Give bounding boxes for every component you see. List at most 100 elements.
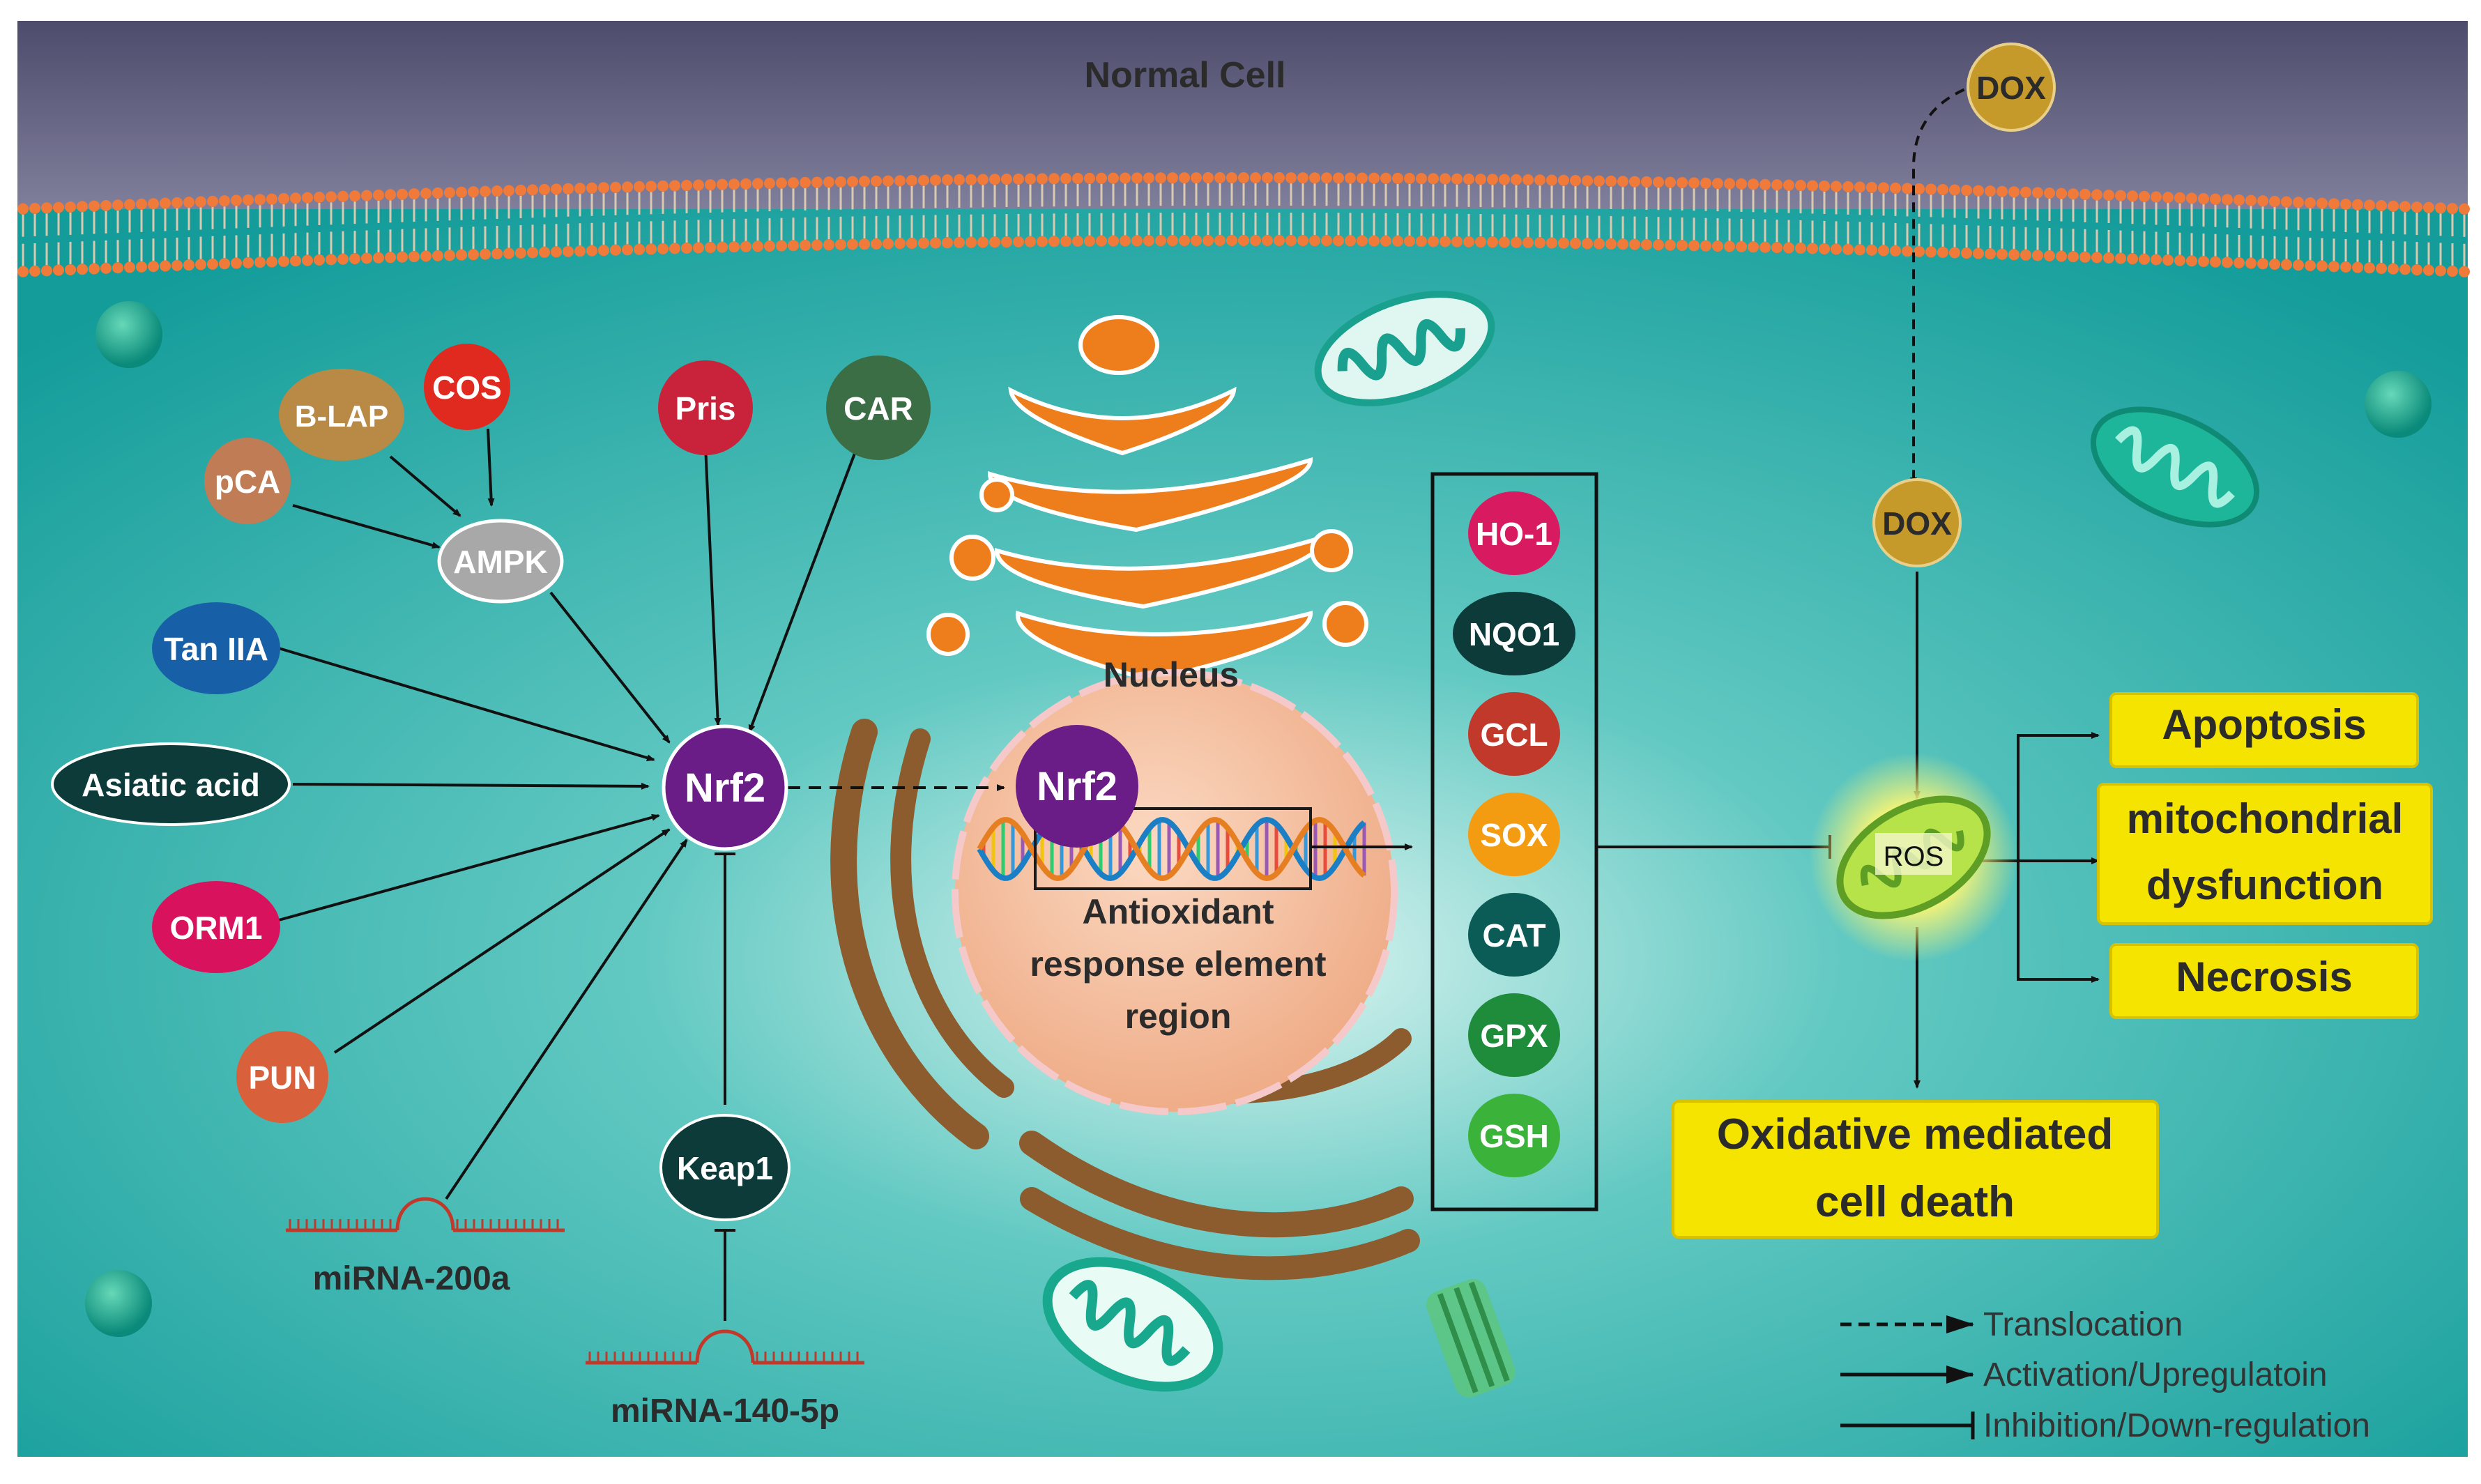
asiatic-acid-label: Asiatic acid [82, 767, 260, 803]
oxidative-cell-death-box[interactable]: Oxidative mediated cell death [1672, 1100, 2159, 1239]
legend-inhibition-label: Inhibition/Down-regulation [1983, 1407, 2370, 1444]
dox-inside-label: DOX [1882, 505, 1952, 542]
mirna-140-icon [586, 1329, 864, 1365]
blap-label: B-LAP [295, 399, 388, 434]
tan-iia-label: Tan IIA [164, 631, 268, 667]
enzyme-gsh[interactable]: GSH [1468, 1094, 1560, 1177]
mitochondrial-dysfunction-line-1: mitochondrial [2127, 795, 2404, 842]
arrow-mir200a-nrf2 [445, 839, 688, 1200]
arrow-orm1-nrf2 [278, 813, 660, 921]
necrosis-box[interactable]: Necrosis [2109, 943, 2419, 1019]
are-label-line-1: Antioxidant [1083, 892, 1274, 931]
enzyme-label: HO-1 [1476, 516, 1552, 552]
mitochondrion-top [1314, 291, 1495, 406]
car-node[interactable]: CAR [826, 355, 931, 460]
nucleus-label: Nucleus [1104, 655, 1239, 694]
dox-outside-label: DOX [1976, 70, 2046, 106]
arrow-pris-nrf2 [704, 445, 722, 726]
nrf2-nuclear-node[interactable]: Nrf2 [1016, 725, 1138, 848]
pca-node[interactable]: pCA [204, 438, 291, 524]
cell-title: Normal Cell [1085, 55, 1286, 95]
nrf2-node[interactable]: Nrf2 [662, 724, 788, 851]
cell-membrane [17, 172, 2470, 277]
enzyme-label: GCL [1480, 717, 1548, 753]
enzyme-label: GPX [1480, 1018, 1548, 1054]
endoplasmic-reticulum [830, 719, 1420, 1280]
arrow-pca-ampk [292, 504, 441, 549]
enzyme-ho-1[interactable]: HO-1 [1468, 491, 1560, 575]
pris-label: Pris [675, 390, 736, 427]
golgi-apparatus [926, 315, 1368, 682]
microtubule-icon [1426, 1279, 1516, 1398]
ros-label: ROS [1884, 841, 1944, 872]
arrow-tan-nrf2 [278, 647, 655, 761]
translocation-dox [1910, 82, 1980, 486]
car-label: CAR [843, 390, 913, 427]
legend: Translocation Activation/Upregulatoin In… [1840, 1306, 2370, 1444]
enzyme-label: NQO1 [1469, 616, 1559, 652]
vesicle [96, 301, 162, 368]
enzyme-cat[interactable]: CAT [1468, 893, 1560, 977]
arrow-asiatic-nrf2 [292, 782, 650, 790]
enzyme-label: SOX [1480, 817, 1548, 853]
are-box [1034, 807, 1312, 890]
mitochondrion-bottom [1042, 1257, 1223, 1392]
enzyme-label: GSH [1479, 1118, 1549, 1154]
apoptosis-box[interactable]: Apoptosis [2109, 692, 2419, 768]
arrow-cos-ampk [487, 428, 495, 507]
arrow-blap-ampk [389, 455, 461, 517]
apoptosis-label: Apoptosis [2162, 701, 2366, 748]
cos-label: COS [432, 369, 502, 406]
mirna-140-label: miRNA-140-5p [611, 1393, 839, 1430]
keap1-node[interactable]: Keap1 [659, 1114, 791, 1221]
nrf2-label: Nrf2 [685, 765, 765, 811]
dox-outside-node[interactable]: DOX [1967, 43, 2056, 132]
nrf2-nuclear-label: Nrf2 [1037, 764, 1117, 809]
enzyme-gcl[interactable]: GCL [1468, 692, 1560, 776]
pun-label: PUN [248, 1060, 316, 1096]
vesicle [85, 1270, 152, 1337]
connectors [278, 82, 2100, 1321]
pca-label: pCA [215, 464, 281, 500]
oxidative-cell-death-line-2: cell death [1815, 1178, 2015, 1226]
legend-activation-label: Activation/Upregulatoin [1983, 1356, 2328, 1393]
mirna-200a-icon [286, 1197, 565, 1232]
ampk-label: AMPK [453, 544, 547, 580]
asiatic-acid-node[interactable]: Asiatic acid [51, 742, 291, 826]
pris-node[interactable]: Pris [658, 360, 753, 455]
tan-iia-node[interactable]: Tan IIA [152, 602, 280, 694]
dox-inside-node[interactable]: DOX [1872, 478, 1962, 567]
arrow-ros-apoptosis [2017, 732, 2100, 861]
enzyme-sox[interactable]: SOX [1468, 793, 1560, 876]
legend-translocation-label: Translocation [1983, 1306, 2183, 1343]
arrow-car-nrf2 [748, 445, 859, 733]
mitochondrial-dysfunction-box[interactable]: mitochondrial dysfunction [2097, 783, 2433, 925]
are-label-line-2: response element [1030, 944, 1327, 984]
mitochondrion-right [2090, 406, 2260, 528]
antioxidant-enzymes-box [1430, 472, 1598, 1211]
ros-mitochondrion[interactable]: ROS [1809, 753, 2018, 962]
vesicle [2365, 371, 2432, 438]
arrow-ampk-nrf2 [549, 591, 671, 744]
cos-node[interactable]: COS [424, 344, 510, 430]
ampk-node[interactable]: AMPK [437, 519, 564, 604]
dna-helix [977, 816, 1366, 882]
orm1-label: ORM1 [170, 910, 263, 946]
arrow-ros-necrosis [2017, 861, 2100, 983]
mirna-200a-label: miRNA-200a [313, 1260, 510, 1297]
oxidative-cell-death-line-1: Oxidative mediated [1717, 1110, 2114, 1158]
necrosis-label: Necrosis [2176, 954, 2352, 1000]
arrow-pun-nrf2 [333, 828, 671, 1054]
orm1-node[interactable]: ORM1 [152, 881, 280, 973]
enzyme-label: CAT [1482, 917, 1545, 954]
keap1-label: Keap1 [677, 1150, 773, 1186]
are-label-line-3: region [1125, 997, 1232, 1036]
enzyme-gpx[interactable]: GPX [1468, 993, 1560, 1077]
pun-node[interactable]: PUN [236, 1031, 328, 1123]
enzyme-nqo1[interactable]: NQO1 [1453, 592, 1575, 675]
blap-node[interactable]: B-LAP [279, 369, 404, 461]
mitochondrial-dysfunction-line-2: dysfunction [2146, 862, 2383, 908]
